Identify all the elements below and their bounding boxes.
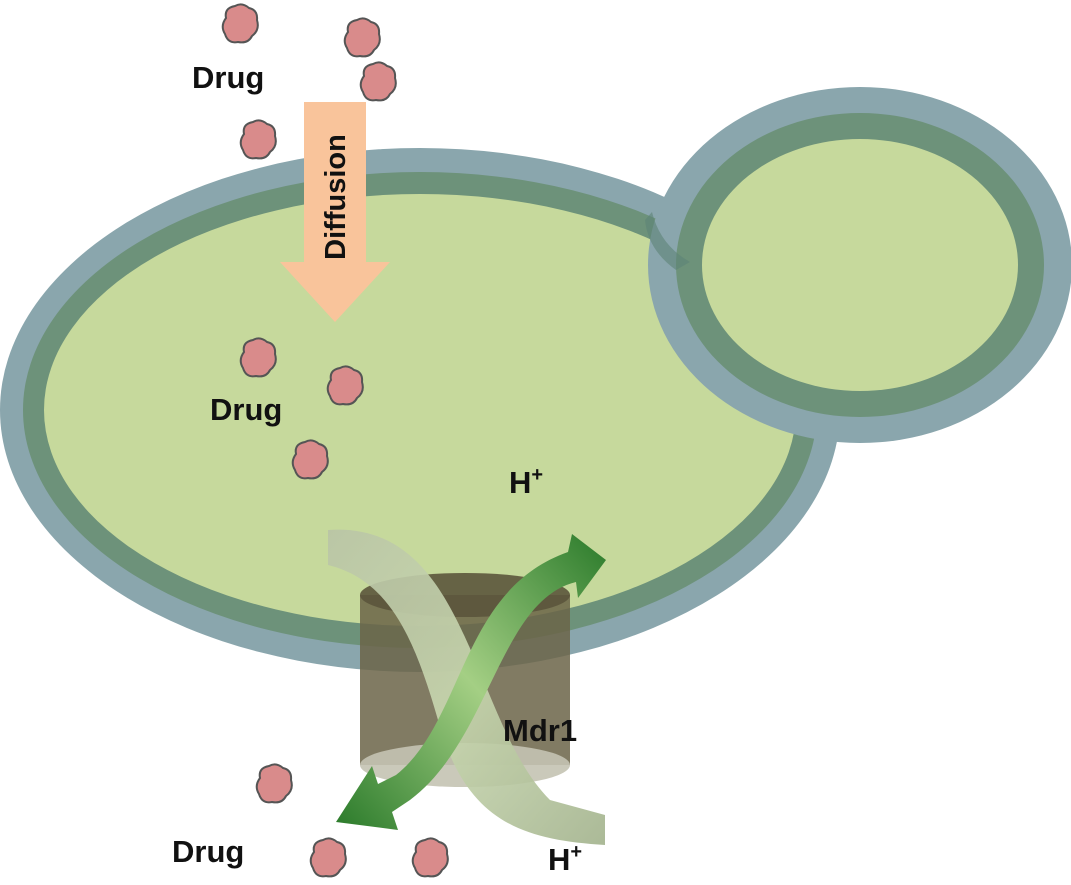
drug-molecule bbox=[221, 3, 259, 44]
drug-molecule bbox=[359, 61, 397, 102]
drug-efflux-arrow bbox=[336, 534, 606, 830]
drug-molecule bbox=[309, 837, 347, 878]
diffusion-label: Diffusion bbox=[320, 134, 352, 260]
drug-label-outside-top: Drug bbox=[192, 60, 264, 95]
drug-molecule bbox=[411, 837, 449, 878]
diffusion-arrow-shape bbox=[280, 102, 390, 322]
drug-molecule bbox=[239, 337, 277, 378]
drug-molecule bbox=[291, 439, 329, 480]
proton-outside-charge: + bbox=[570, 841, 582, 863]
bud-cytoplasm bbox=[702, 139, 1018, 391]
mdr1-label: Mdr1 bbox=[503, 713, 577, 748]
drug-molecule bbox=[239, 119, 277, 160]
proton-outside-symbol: H bbox=[548, 842, 570, 877]
diffusion-arrow: Diffusion bbox=[280, 102, 390, 322]
proton-inside-charge: + bbox=[531, 464, 543, 486]
proton-label-outside: H+ bbox=[548, 841, 582, 877]
mother-cell-cytoplasm bbox=[44, 194, 796, 626]
drug-label-inside: Drug bbox=[210, 392, 282, 427]
drug-label-outside-bottom: Drug bbox=[172, 834, 244, 869]
daughter-bud bbox=[645, 87, 1071, 443]
mother-cell bbox=[0, 148, 840, 672]
efflux-arrow-shape bbox=[336, 534, 606, 830]
drug-molecule bbox=[255, 763, 293, 804]
proton-label-inside: H+ bbox=[509, 464, 543, 500]
drug-molecule bbox=[326, 365, 364, 406]
drug-molecules bbox=[221, 3, 449, 878]
proton-inside-symbol: H bbox=[509, 465, 531, 500]
drug-molecule bbox=[343, 17, 381, 58]
bud-neck-overlap bbox=[645, 212, 690, 270]
